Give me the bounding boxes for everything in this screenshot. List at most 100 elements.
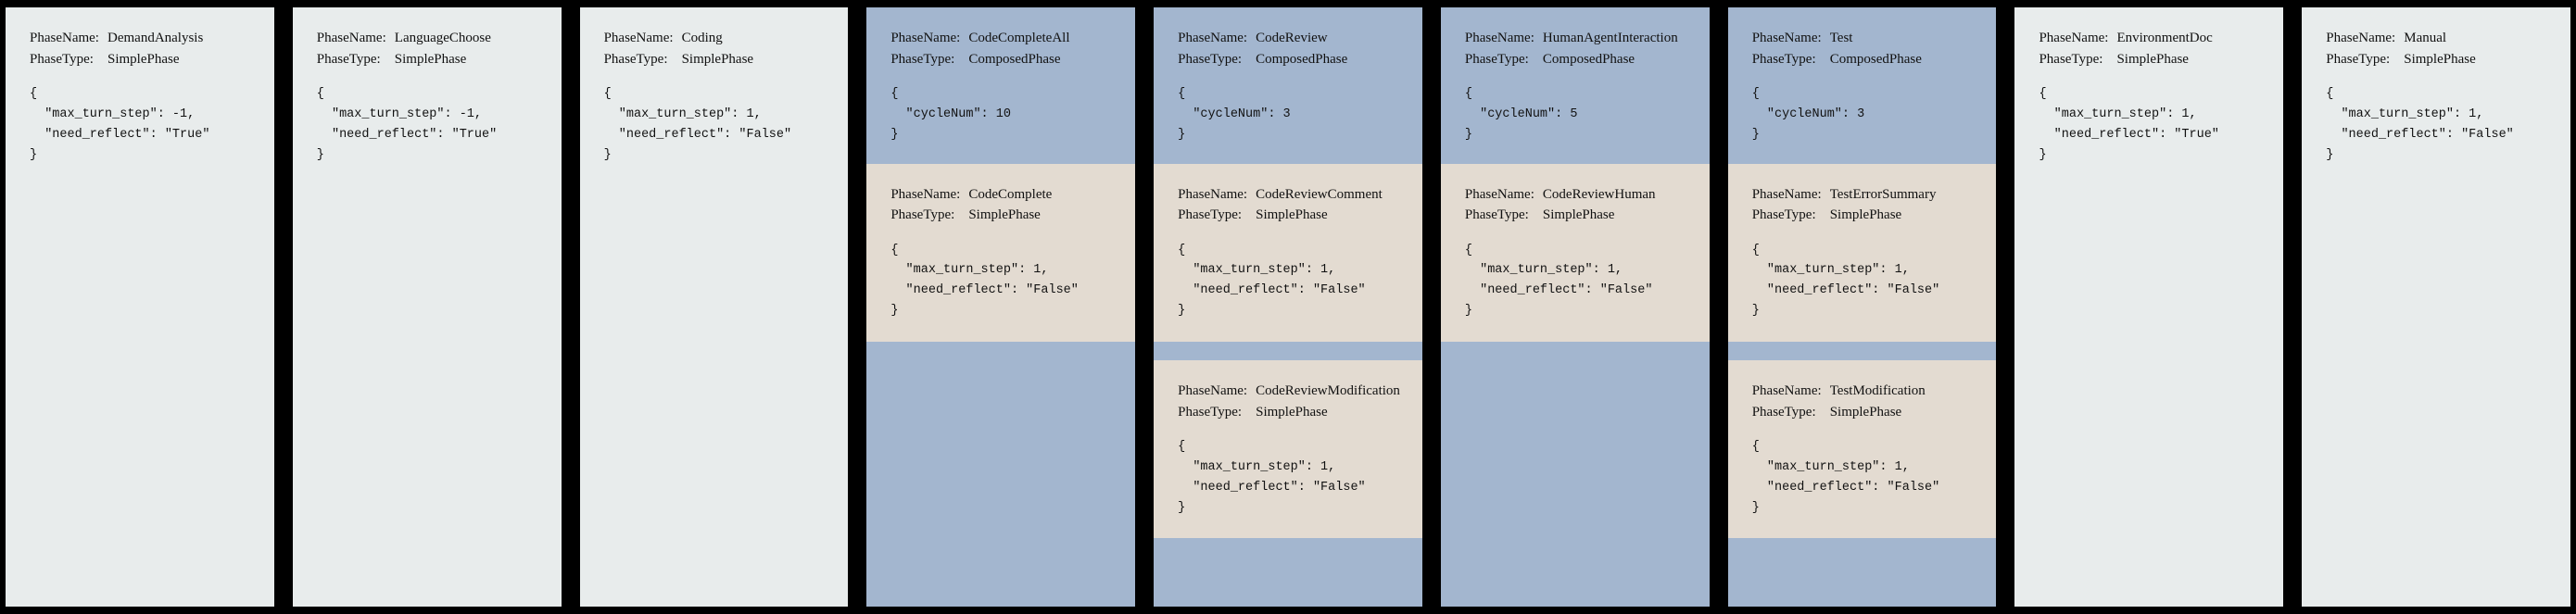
sub-phase-divider [1440, 144, 1710, 164]
col7-phase-name-value: EnvironmentDoc [2116, 31, 2213, 45]
json-line: "max_turn_step": 1, [2326, 107, 2484, 121]
col3-sub0-phase-name-value: CodeComplete [968, 186, 1053, 202]
col1-phase-type-value: SimplePhase [394, 51, 467, 67]
col8-phase-name-label: PhaseName: [2326, 31, 2396, 45]
col6-sub0-phase-name-value: TestErrorSummary [1829, 186, 1937, 202]
sub-phase-divider [1154, 144, 1422, 164]
col8-phase-name-value: Manual [2404, 31, 2447, 45]
col6-sub1-phase-type-value: SimplePhase [1829, 404, 1902, 420]
json-line: "need_reflect": "True" [316, 127, 498, 142]
col7-json: { "max_turn_step": 1, "need_reflect": "T… [2039, 84, 2259, 165]
col0-phase-type-label: PhaseType: [30, 51, 94, 67]
json-line: "need_reflect": "False" [2326, 127, 2514, 142]
col8-json: { "max_turn_step": 1, "need_reflect": "F… [2326, 84, 2546, 165]
json-line: "cycleNum": 3 [1751, 107, 1865, 121]
col6-sub0-phase-name-label: PhaseName: [1751, 186, 1822, 202]
json-line: { [1178, 87, 1186, 101]
col0-phase-name-value: DemandAnalysis [107, 31, 204, 45]
json-line: "max_turn_step": 1, [1178, 263, 1336, 278]
json-line: "need_reflect": "False" [603, 127, 792, 142]
json-line: { [1464, 87, 1473, 101]
json-line: { [1751, 440, 1760, 455]
col6-phase-name-value: Test [1829, 31, 1853, 45]
json-line: "need_reflect": "False" [1751, 283, 1940, 298]
col7-phase-type-label: PhaseType: [2039, 51, 2103, 67]
col2-phase-type-label: PhaseType: [603, 51, 668, 67]
col1-phase-type-label: PhaseType: [316, 51, 381, 67]
col3-phase-type-row: PhaseType:ComposedPhase [890, 49, 1111, 70]
col7-phase-type-value: SimplePhase [2116, 51, 2189, 67]
col4-sub1-phase-name-value: CodeReviewModification [1256, 383, 1400, 399]
json-line: } [890, 304, 899, 319]
json-line: } [1178, 304, 1186, 319]
col6-sub0-phase-type-label: PhaseType: [1751, 207, 1816, 223]
json-line: "need_reflect": "True" [30, 127, 210, 142]
col5-sub0-phase-type-label: PhaseType: [1464, 207, 1529, 223]
col4-sub1-phase-type-value: SimplePhase [1256, 404, 1328, 420]
json-line: "need_reflect": "False" [890, 283, 1079, 298]
col1-json: { "max_turn_step": -1, "need_reflect": "… [317, 84, 537, 165]
json-line: { [1464, 243, 1473, 257]
json-line: } [30, 147, 38, 162]
json-line: } [1751, 304, 1760, 319]
json-line: { [2326, 87, 2334, 101]
col2-phase-name-row: PhaseName:Coding [604, 28, 825, 49]
json-line: "need_reflect": "True" [2039, 127, 2219, 142]
col8-phase-type-value: SimplePhase [2404, 51, 2476, 67]
col6-sub1-phase-type-label: PhaseType: [1751, 404, 1816, 420]
json-line: { [1178, 243, 1186, 257]
col4-sub0-phase-name-value: CodeReviewComment [1256, 186, 1383, 202]
col2-phase-type-value: SimplePhase [681, 51, 754, 67]
col3-phase-name-value: CodeCompleteAll [968, 31, 1070, 45]
json-line: } [603, 147, 612, 162]
col4-sub0-phase-type-label: PhaseType: [1178, 207, 1243, 223]
json-line: } [1751, 127, 1760, 142]
col5-sub0-phase-name-value: CodeReviewHuman [1542, 186, 1656, 202]
col8-phase-type-label: PhaseType: [2326, 51, 2391, 67]
json-line: "need_reflect": "False" [1178, 480, 1366, 495]
col6-phase-type-row: PhaseType:ComposedPhase [1752, 49, 1973, 70]
json-line: "max_turn_step": 1, [890, 263, 1049, 278]
col6-sub0-phase-type-row: PhaseType:SimplePhase [1752, 205, 1973, 226]
json-line: { [890, 243, 899, 257]
col1-phase-name-label: PhaseName: [316, 31, 386, 45]
json-line: { [30, 87, 38, 101]
json-line: "max_turn_step": 1, [2039, 107, 2197, 121]
json-line: "max_turn_step": 1, [603, 107, 762, 121]
col5-phase-name-value: HumanAgentInteraction [1542, 31, 1678, 45]
sub-phase-divider [866, 144, 1136, 164]
json-line: "cycleNum": 3 [1178, 107, 1291, 121]
col3-sub0-phase-name-row: PhaseName:CodeComplete [890, 184, 1111, 206]
col4-sub1-json: { "max_turn_step": 1, "need_reflect": "F… [1178, 437, 1398, 518]
col4-phase-name-row: PhaseName:CodeReview [1178, 28, 1398, 49]
col4-sub0-phase-name-label: PhaseName: [1178, 186, 1248, 202]
col2-json: { "max_turn_step": 1, "need_reflect": "F… [604, 84, 825, 165]
json-line: "max_turn_step": -1, [30, 107, 196, 121]
